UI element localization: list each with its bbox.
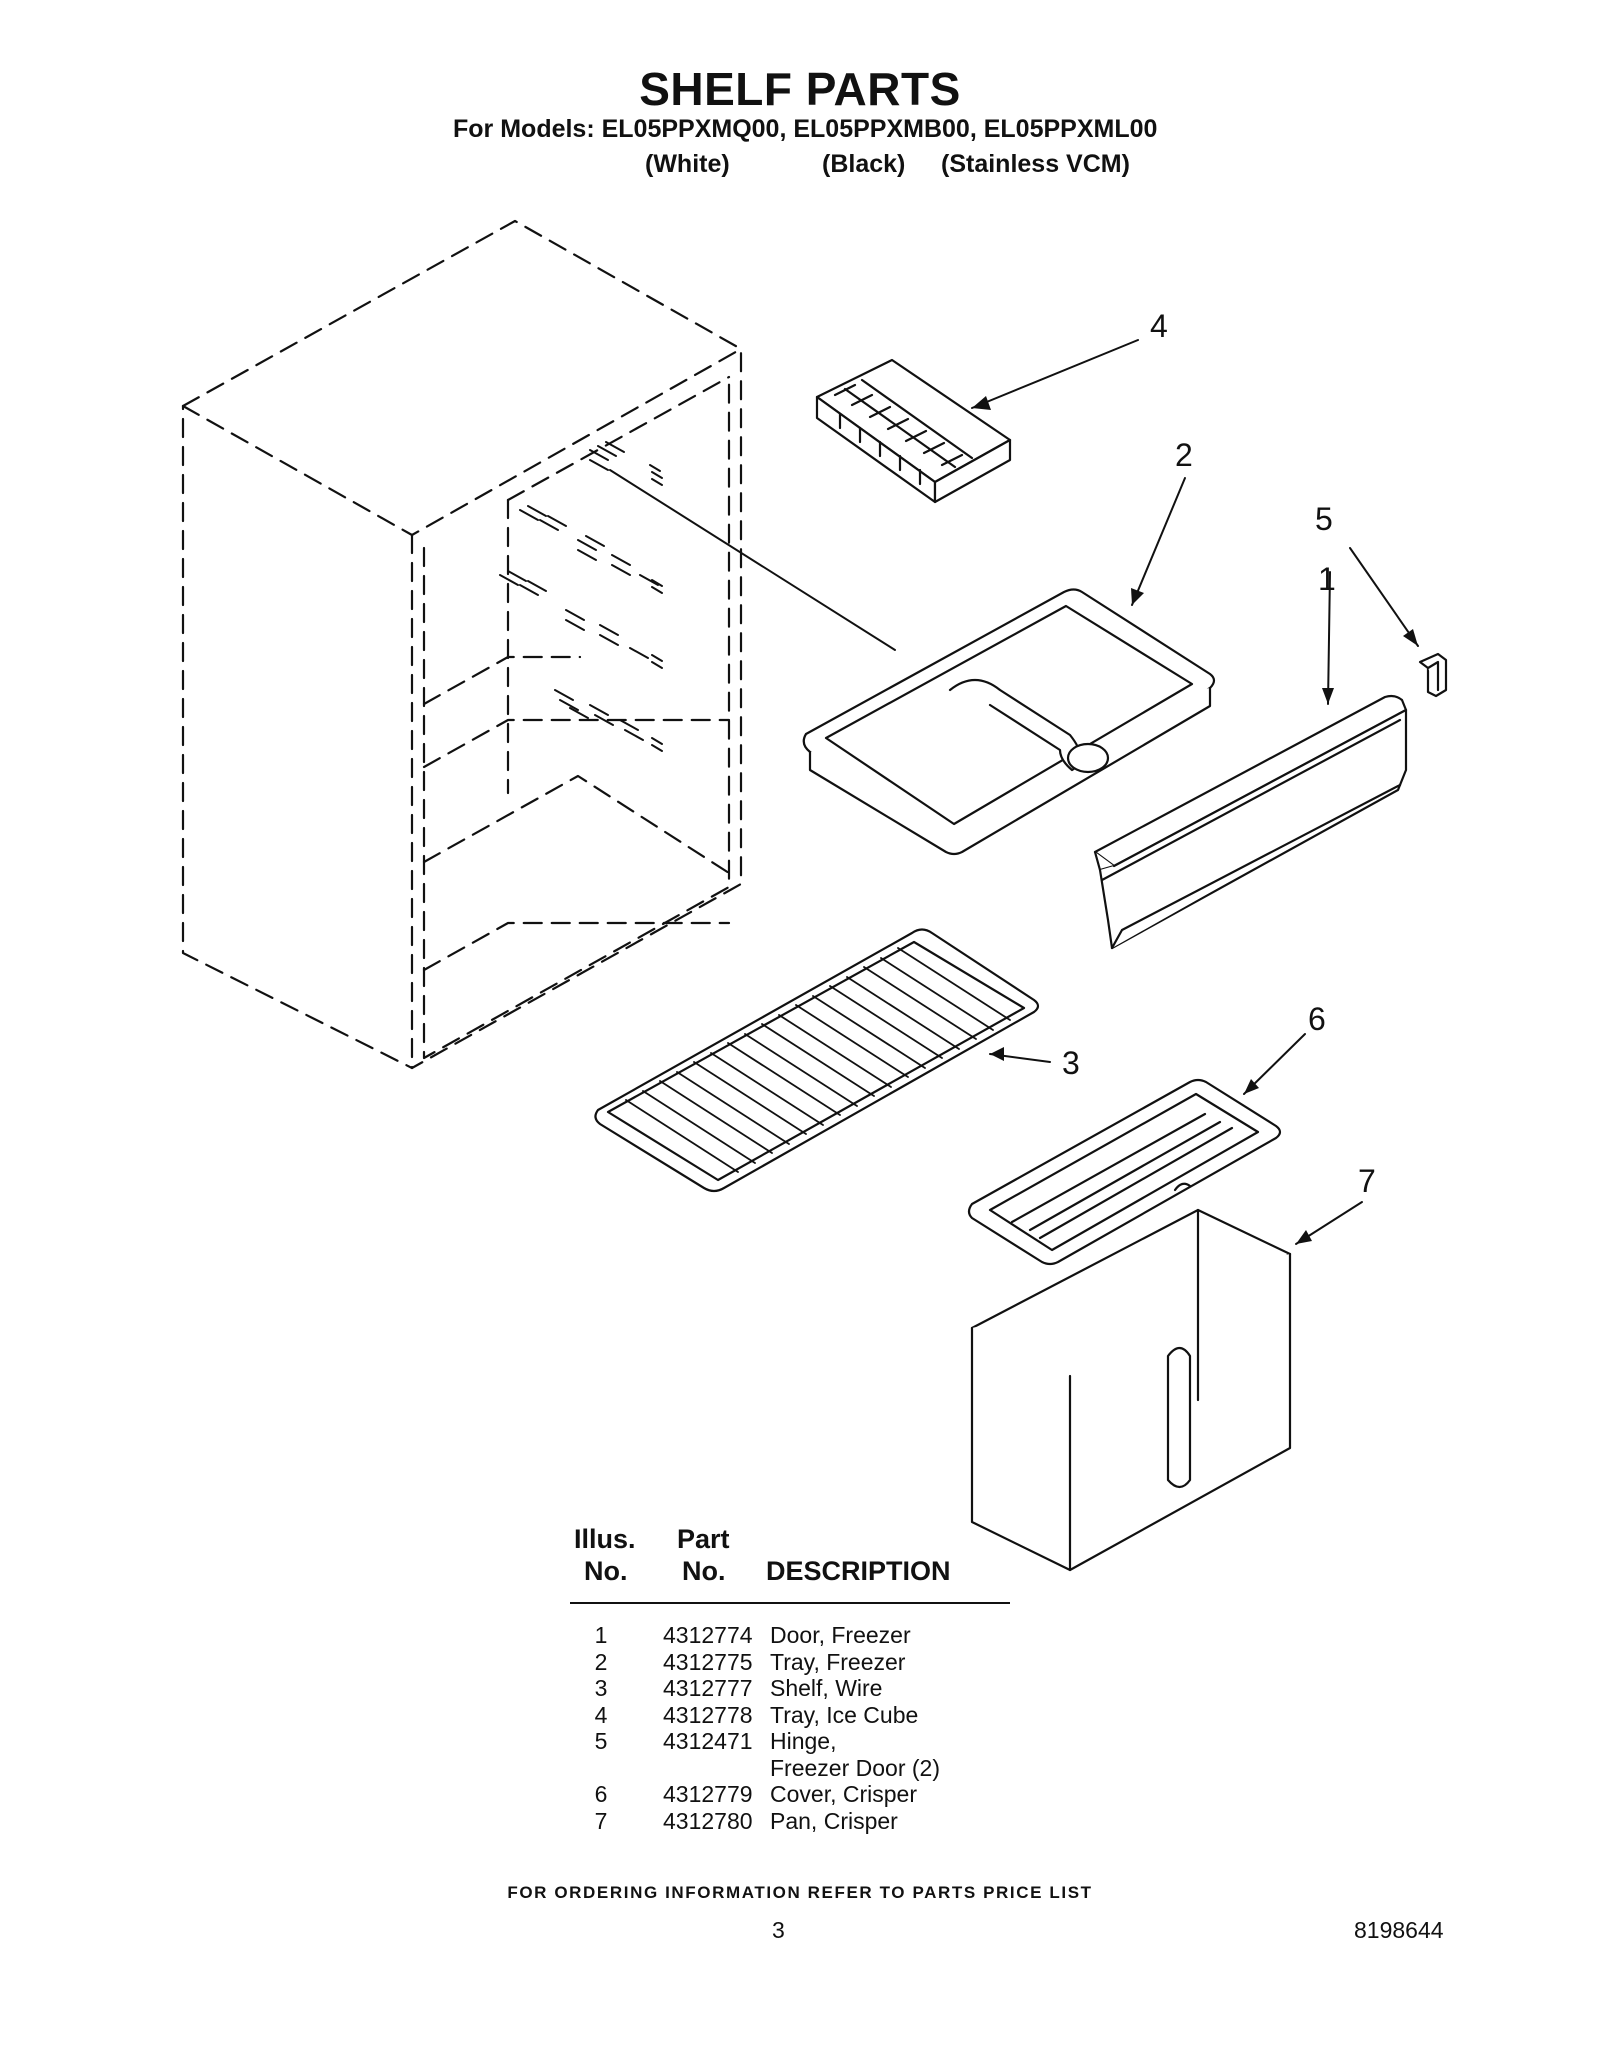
table-row: 1 4312774 Door, Freezer <box>570 1622 1010 1649</box>
part-no: 4312777 <box>663 1675 753 1701</box>
variant-white: (White) <box>645 150 730 178</box>
table-row: 2 4312775 Tray, Freezer <box>570 1649 1010 1676</box>
freezer-door <box>1093 694 1408 950</box>
description: Tray, Freezer <box>770 1648 906 1675</box>
callout-6: 6 <box>1308 1001 1326 1037</box>
part-no: 4312780 <box>663 1807 753 1834</box>
illus-no: 7 <box>594 1807 608 1834</box>
description: Pan, Crisper <box>770 1807 898 1834</box>
ordering-note: FOR ORDERING INFORMATION REFER TO PARTS … <box>507 1883 1093 1902</box>
cabinet-outline <box>181 219 743 1070</box>
table-row: 5 4312471 Hinge, <box>570 1728 1010 1755</box>
shelf-rail-marks <box>499 441 663 752</box>
variant-stainless: (Stainless VCM) <box>941 150 1130 178</box>
crisper-cover <box>967 1078 1282 1266</box>
callout-3: 3 <box>1062 1045 1080 1081</box>
description: Shelf, Wire <box>770 1675 883 1701</box>
part-no: 4312775 <box>663 1648 753 1675</box>
variant-black: (Black) <box>822 150 906 178</box>
callout-arrowheads <box>972 396 1418 1244</box>
header-part-no: No. <box>682 1556 726 1586</box>
header-part: Part <box>677 1524 730 1554</box>
illus-no: 6 <box>594 1781 608 1807</box>
callout-1: 1 <box>1318 561 1336 597</box>
tray-leader-line <box>609 469 896 651</box>
header-rule <box>570 1602 1010 1604</box>
part-no: 4312471 <box>663 1728 753 1754</box>
header-illus-no: No. <box>584 1556 628 1586</box>
table-row: 4 4312778 Tray, Ice Cube <box>570 1702 1010 1729</box>
wire-shelf <box>594 928 1040 1193</box>
part-no: 4312774 <box>663 1622 753 1648</box>
header-description: DESCRIPTION <box>766 1556 951 1586</box>
description: Hinge, <box>770 1728 837 1754</box>
description: Door, Freezer <box>770 1622 911 1648</box>
part-no: 4312778 <box>663 1701 753 1728</box>
table-row: 6 4312779 Cover, Crisper <box>570 1781 1010 1808</box>
callout-2: 2 <box>1175 437 1193 473</box>
document-number: 8198644 <box>1354 1917 1444 1943</box>
table-row: 3 4312777 Shelf, Wire <box>570 1675 1010 1702</box>
hinge <box>1418 652 1448 698</box>
header-illus: Illus. <box>574 1524 636 1554</box>
table-row: 7 4312780 Pan, Crisper <box>570 1808 1010 1835</box>
models-line: For Models: EL05PPXMQ00, EL05PPXMB00, EL… <box>453 115 1158 143</box>
illus-no: 2 <box>594 1648 608 1675</box>
illus-no: 3 <box>594 1675 608 1701</box>
crisper-pan <box>970 1208 1292 1572</box>
page-number: 3 <box>772 1917 785 1943</box>
table-row: Freezer Door (2) <box>570 1755 1010 1782</box>
illus-no: 4 <box>594 1701 608 1728</box>
callout-7: 7 <box>1358 1163 1376 1199</box>
callout-4: 4 <box>1150 308 1168 344</box>
ice-cube-tray <box>815 358 1012 504</box>
callout-5: 5 <box>1315 501 1333 537</box>
freezer-tray <box>802 588 1216 856</box>
page-title: SHELF PARTS <box>639 63 961 115</box>
parts-rows: 1 4312774 Door, Freezer 2 4312775 Tray, … <box>570 1622 1010 1834</box>
description: Tray, Ice Cube <box>770 1701 919 1728</box>
illus-no: 1 <box>594 1622 608 1648</box>
illus-no: 5 <box>594 1728 608 1754</box>
part-no: 4312779 <box>663 1781 753 1807</box>
description: Freezer Door (2) <box>770 1754 940 1781</box>
description: Cover, Crisper <box>770 1781 917 1807</box>
